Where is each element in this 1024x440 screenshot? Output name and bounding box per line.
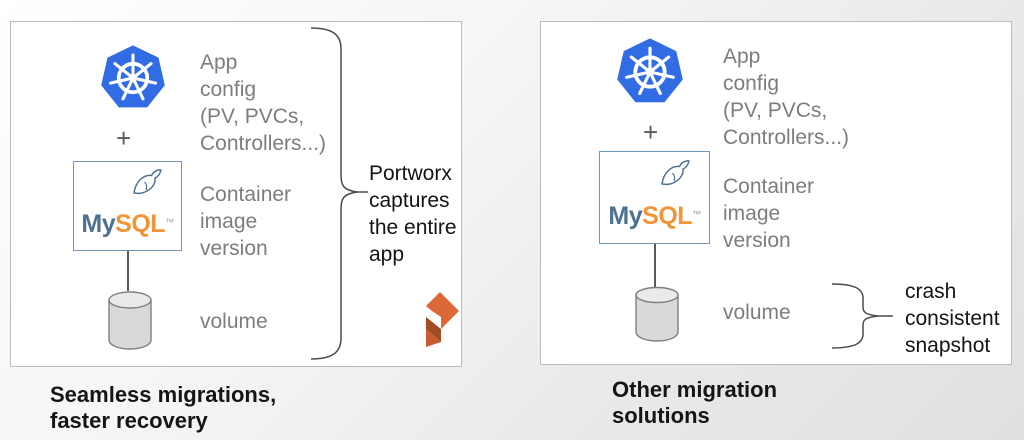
plus-sign: + [643,117,659,147]
snapshot-brace-icon [829,281,901,351]
cylinder-top [108,291,152,309]
mysql-wordmark: MySQL™ [600,204,709,229]
dolphin-path [133,169,162,195]
left-caption: Seamless migrations, faster recovery [50,382,277,433]
box-to-volume-connector [654,244,656,287]
volume-cylinder-icon [633,286,681,342]
helm-wheel-spokes [108,53,158,101]
container-image-version-label: Container image version [200,183,292,260]
volume-label: volume [200,310,268,333]
kubernetes-icon [615,37,685,107]
mysql-dolphin-icon [132,168,164,196]
app-config-label: App config (PV, PVCs, Controllers...) [723,45,850,149]
volume-cylinder-icon [106,290,154,350]
dolphin-path [661,160,690,186]
dolphin-fin [144,181,148,191]
mysql-wordmark-tm: ™ [165,217,174,227]
helm-wheel-rim [633,55,667,89]
capture-brace-icon [307,25,371,365]
volume-label: volume [723,301,791,324]
crash-consistent-annotation: crash consistent snapshot [905,280,1000,357]
mysql-container-box: MySQL™ [599,151,710,244]
plus-sign: + [116,123,132,153]
helm-wheel-hub [128,73,138,83]
mysql-wordmark-sql: SQL [115,210,166,238]
portworx-captures-annotation: Portworx captures the entire app [369,162,457,266]
mysql-wordmark-tm: ™ [692,209,701,219]
portworx-migration-panel: App config (PV, PVCs, Controllers...) + … [10,21,462,367]
dolphin-fin [672,172,676,182]
portworx-logo-icon [417,288,465,352]
portworx-chevron [426,292,459,329]
portworx-ribbon-fold [426,317,441,342]
mysql-wordmark-my: My [81,210,116,238]
helm-wheel-rim [116,61,150,95]
brace-path [310,27,358,360]
mysql-dolphin-icon [660,159,692,187]
helm-wheel-hub [645,67,655,77]
brace-path [831,283,879,349]
cylinder-body [635,294,679,342]
mysql-wordmark: MySQL™ [74,212,181,237]
cylinder-body [108,299,152,350]
app-config-label: App config (PV, PVCs, Controllers...) [200,51,327,155]
box-to-volume-connector [127,251,129,291]
mysql-wordmark-my: My [608,202,643,230]
kubernetes-icon-svg [617,38,683,103]
right-caption: Other migration solutions [612,377,778,428]
mysql-container-box: MySQL™ [73,161,182,251]
other-solutions-panel: App config (PV, PVCs, Controllers...) + … [540,21,1012,365]
portworx-ribbon-tail [426,329,441,347]
kubernetes-icon [99,44,167,112]
kubernetes-icon-svg [101,45,165,108]
cylinder-top [635,286,679,304]
mysql-wordmark-sql: SQL [642,202,693,230]
container-image-version-label: Container image version [723,175,815,252]
